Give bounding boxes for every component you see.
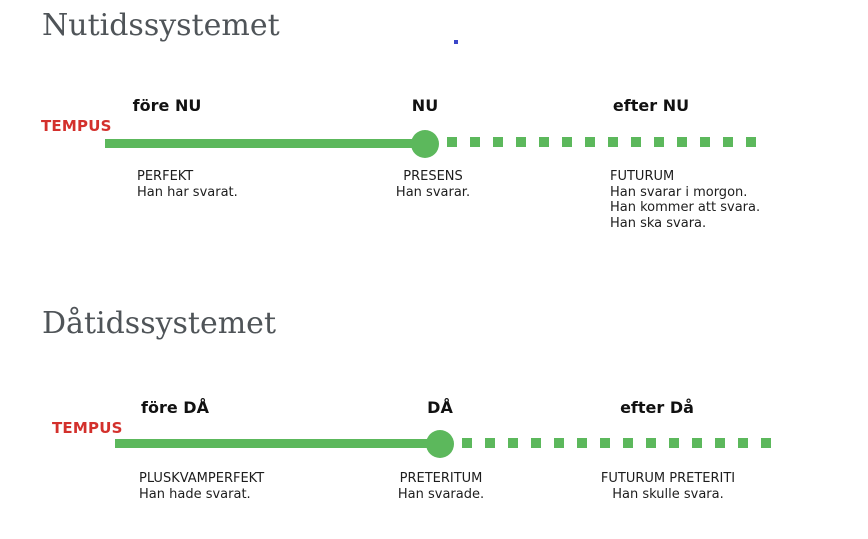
- tense-futurum-preteriti: FUTURUM PRETERITI Han skulle svara.: [601, 471, 735, 502]
- timeline-dashed-segment-2: [462, 438, 784, 448]
- timeline-now-marker-1: [411, 130, 439, 158]
- tense-name: PERFEKT: [137, 169, 194, 184]
- tense-futurum: FUTURUM Han svarar i morgon. Han kommer …: [610, 169, 760, 231]
- tense-example: Han svarar.: [395, 184, 471, 200]
- timeline-solid-segment-2: [115, 439, 440, 448]
- tense-name: PRESENS: [403, 169, 463, 184]
- axis-label-before-nu: före NU: [132, 96, 202, 115]
- axis-label-da: DÅ: [427, 398, 453, 417]
- timeline-solid-segment-1: [105, 139, 425, 148]
- tense-presens: PRESENS Han svarar.: [396, 169, 470, 200]
- tempus-label-2: TEMPUS: [52, 419, 123, 437]
- tempus-label-1: TEMPUS: [41, 117, 112, 135]
- timeline-now-marker-2: [426, 430, 454, 458]
- tense-preteritum: PRETERITUM Han svarade.: [398, 471, 484, 502]
- tense-example: Han har svarat.: [137, 184, 238, 200]
- blue-dot-artifact: [454, 40, 458, 44]
- tense-example: Han skulle svara.: [612, 486, 724, 502]
- tense-example: Han hade svarat.: [139, 486, 251, 502]
- tense-name: PRETERITUM: [399, 471, 483, 486]
- tense-pluskvamperfekt: PLUSKVAMPERFEKT Han hade svarat.: [139, 471, 264, 502]
- section-title-datidssystemet: Dåtidssystemet: [42, 306, 276, 341]
- axis-label-after-da: efter Då: [620, 398, 694, 417]
- tense-name: FUTURUM: [610, 169, 675, 184]
- tense-example: Han svarar i morgon.: [610, 184, 748, 200]
- section-title-nutidssystemet: Nutidssystemet: [42, 8, 280, 43]
- tense-name: FUTURUM PRETERITI: [600, 471, 736, 486]
- timeline-dashed-segment-1: [447, 137, 769, 147]
- axis-label-nu: NU: [411, 96, 439, 115]
- axis-label-before-da: före DÅ: [141, 398, 209, 417]
- tense-perfekt: PERFEKT Han har svarat.: [137, 169, 238, 200]
- tense-example: Han ska svara.: [610, 215, 707, 231]
- tense-example: Han kommer att svara.: [610, 200, 761, 215]
- axis-label-after-nu: efter NU: [612, 96, 690, 115]
- tense-name: PLUSKVAMPERFEKT: [139, 471, 265, 486]
- tense-example: Han svarade.: [397, 486, 485, 502]
